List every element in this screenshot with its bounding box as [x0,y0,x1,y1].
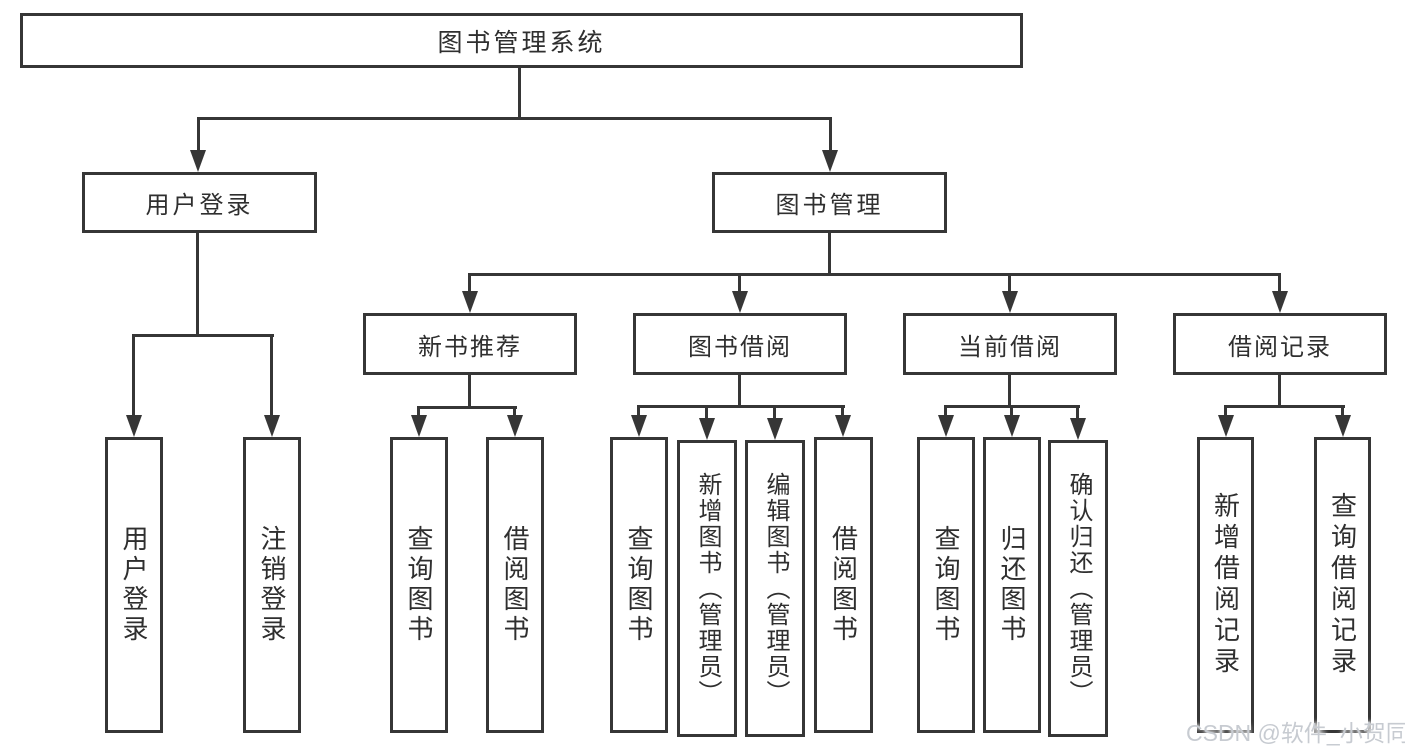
node-label: 图书管理系统 [437,28,606,57]
connector-stem-user-login [197,117,200,153]
node-label: 查询借阅记录 [1327,492,1358,678]
connector-mgmt-branch [469,273,1281,276]
leaf-box-confirm-return-admin: 确认归还（管理员） [1048,440,1108,737]
node-box-new-book-recommend: 新书推荐 [363,313,577,375]
leaf-box-logout: 注销登录 [243,437,301,733]
connector-stem-current-borrow [1008,273,1011,295]
connector-stem-leaf [637,405,640,417]
node-label: 注销登录 [257,525,287,645]
connector-stem-leaf [773,405,776,420]
connector-root-stem [518,67,521,118]
node-label: 图书借阅 [688,333,792,361]
leaf-box-query-books: 查询图书 [917,437,975,733]
connector-stem-new-book [468,273,471,295]
leaf-box-query-books: 查询图书 [390,437,448,733]
arrowhead-down-icon [190,150,206,172]
connector-stem-leaf [1341,405,1344,417]
node-label: 归还图书 [997,525,1027,645]
connector-stem-leaf [417,406,420,418]
arrowhead-down-icon [631,415,647,437]
node-box-user-login: 用户登录 [82,172,317,233]
node-box-book-management: 图书管理 [712,172,947,233]
arrowhead-down-icon [822,150,838,172]
node-box-borrowing-records: 借阅记录 [1173,313,1387,375]
node-label: 新增图书（管理员） [694,471,721,706]
connector-stem-leaf [513,406,516,418]
connector-stem-leaf [132,334,135,418]
arrowhead-down-icon [264,415,280,437]
leaf-box-return-books: 归还图书 [983,437,1041,733]
arrowhead-down-icon [732,291,748,313]
leaf-box-edit-books-admin: 编辑图书（管理员） [745,440,805,737]
connector-stem-leaf [1076,405,1079,420]
arrowhead-down-icon [767,418,783,440]
arrowhead-down-icon [1002,291,1018,313]
arrowhead-down-icon [938,415,954,437]
connector-login-stem [196,233,199,336]
leaf-box-add-borrow-record: 新增借阅记录 [1197,437,1254,733]
node-label: 查询图书 [931,525,961,645]
leaf-box-user-login: 用户登录 [105,437,163,733]
connector-newbook-branch [417,406,517,409]
node-label: 用户登录 [119,525,149,645]
arrowhead-down-icon [1218,415,1234,437]
node-box-library-system: 图书管理系统 [20,13,1023,68]
connector-current-stem [1008,375,1011,407]
connector-borrow-stem [738,375,741,407]
connector-stem-leaf [1224,405,1227,417]
node-label: 新增借阅记录 [1210,492,1241,678]
arrowhead-down-icon [1070,418,1086,440]
node-box-book-borrowing: 图书借阅 [633,313,847,375]
arrowhead-down-icon [411,415,427,437]
connector-stem-leaf [270,334,273,418]
connector-stem-borrow-records [1278,273,1281,295]
node-label: 确认归还（管理员） [1065,471,1092,706]
arrowhead-down-icon [1004,415,1020,437]
node-label: 借阅图书 [828,525,859,645]
arrowhead-down-icon [462,291,478,313]
connector-stem-book-management [829,117,832,153]
node-label: 用户登录 [145,192,254,219]
arrowhead-down-icon [507,415,523,437]
arrowhead-down-icon [835,415,851,437]
node-label: 借阅记录 [1228,333,1332,361]
arrowhead-down-icon [1335,415,1351,437]
leaf-box-borrow-books: 借阅图书 [814,437,873,733]
connector-stem-book-borrow [738,273,741,295]
node-label: 查询图书 [404,525,434,645]
leaf-box-add-books-admin: 新增图书（管理员） [677,440,737,737]
arrowhead-down-icon [126,415,142,437]
connector-stem-leaf [705,405,708,420]
node-label: 新书推荐 [418,333,522,361]
connector-stem-leaf [1010,405,1013,417]
arrowhead-down-icon [1272,291,1288,313]
connector-newbook-stem [468,375,471,408]
node-label: 编辑图书（管理员） [762,471,789,706]
connector-records-stem [1278,375,1281,407]
node-label: 查询图书 [624,525,654,645]
leaf-box-query-books: 查询图书 [610,437,668,733]
connector-borrow-branch [637,405,845,408]
leaf-box-borrow-books: 借阅图书 [486,437,544,733]
connector-stem-leaf [841,405,844,417]
connector-login-branch [132,334,274,337]
connector-stem-leaf [944,405,947,417]
connector-mgmt-stem [828,233,831,275]
node-label: 当前借阅 [958,333,1062,361]
connector-root-branch [197,117,831,120]
csdn-watermark: CSDN @软件_小贺同学 [1186,720,1405,746]
node-label: 借阅图书 [500,525,530,645]
leaf-box-query-borrow-record: 查询借阅记录 [1314,437,1371,733]
arrowhead-down-icon [699,418,715,440]
node-box-current-borrowing: 当前借阅 [903,313,1117,375]
node-label: 图书管理 [775,192,884,219]
connector-records-branch [1224,405,1345,408]
